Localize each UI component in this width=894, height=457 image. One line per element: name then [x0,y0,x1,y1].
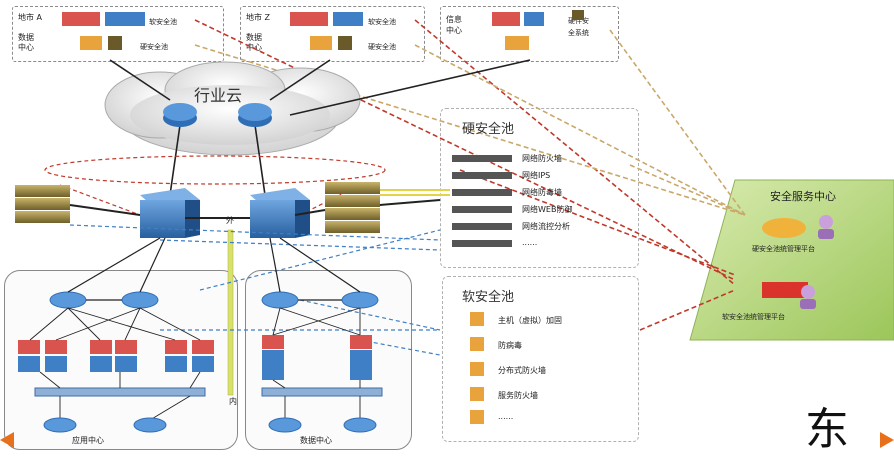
soft-pool-item-distributed-firewall: 分布式防火墙 [498,366,546,375]
city-a-soft-pool-label: 软安全池 [149,18,177,26]
inner-link-label: 内 [229,397,237,406]
hard-pool-item-more: ...... [522,238,538,247]
soft-platform-label: 软安全池统管理平台 [722,313,785,321]
app-bottom-switches [43,417,167,433]
core-switch-1 [140,188,200,238]
info-center-box [440,6,619,62]
prev-slide-icon [0,432,14,448]
access-mesh [29,307,361,341]
hard-pool-devices [452,155,512,247]
info-hard-security-label-1: 硬件安 [568,17,589,25]
soft-pool-item-more: ...... [498,412,514,421]
data-agg-switch-1 [261,291,299,309]
city-a-datacenter-label-2: 中心 [18,43,34,52]
city-z-label: 地市 Z [246,13,271,22]
app-server-group [18,340,214,372]
heartbeat-links [44,155,386,216]
storage-links [39,371,361,421]
security-service-center-panel [689,179,894,341]
app-center-label: 应用中心 [72,436,104,445]
stack-to-pool-links [380,189,450,196]
city-z-datacenter-box [240,6,425,62]
data-storage-bar [261,387,383,397]
hard-pool-item-web-defense: 网络WEB防御 [522,205,573,214]
inner-outer-link [227,229,234,396]
info-center-label-2: 中心 [446,26,462,35]
city-a-label: 地市 A [18,13,43,22]
pool-links-blue [69,224,441,356]
soft-security-pool-box [442,276,639,442]
city-z-datacenter-label-1: 数据 [246,33,262,42]
app-agg-switch-1 [49,291,87,309]
city-z-soft-pool-label: 软安全池 [368,18,396,26]
city-a-datacenter-box [12,6,224,62]
app-storage-bar [34,387,206,397]
hard-pool-title: 硬安全池 [462,122,515,137]
info-center-devices [492,10,584,50]
city-z-devices [290,12,363,50]
city-a-datacenter-label-1: 数据 [18,33,34,42]
soft-pool-item-service-firewall: 服务防火墙 [498,391,538,400]
soft-pool-item-host-hardening: 主机（虚拟）加固 [498,316,562,325]
app-agg-switch-2 [121,291,159,309]
hard-pool-item-flow-analysis: 网络流控分析 [522,222,570,231]
soft-pool-icons [470,312,484,424]
soft-admin-avatar [800,285,816,309]
info-center-label-1: 信息 [446,15,462,24]
security-service-center-title: 安全服务中心 [770,190,836,203]
next-slide-icon [880,432,894,448]
hard-pool-item-antivirus-wall: 网络防毒墙 [522,188,562,197]
city-z-datacenter-label-2: 中心 [246,43,262,52]
hard-platform-icon [762,218,806,238]
server-stack-left [15,185,70,223]
city-a-hard-pool-label: 硬安全池 [140,43,168,51]
soft-pool-title: 软安全池 [462,290,515,305]
soft-platform-icon [762,282,808,298]
data-bottom-switches [268,417,377,433]
hard-platform-label: 硬安全池统管理平台 [752,245,815,253]
management-links-tan [194,29,746,216]
city-z-hard-pool-label: 硬安全池 [368,43,396,51]
info-hard-security-label-2: 全系统 [568,29,589,37]
core-links [69,199,441,219]
management-links-red [194,19,736,331]
server-stack-right [325,182,380,233]
wan-links [109,59,531,196]
hard-pool-item-ips: 网络IPS [522,171,551,180]
hard-pool-item-firewall: 网络防火墙 [522,154,562,163]
industry-cloud-label: 行业云 [194,86,243,105]
city-a-devices [62,12,145,50]
outer-link-label: 外 [226,216,234,225]
data-center-label: 数据中心 [300,436,332,445]
agg-uplinks [67,237,361,301]
hard-admin-avatar [818,215,834,239]
core-switch-2 [250,188,310,238]
cloud-router-2 [238,103,272,127]
cloud-router-1 [163,103,197,127]
data-agg-switch-2 [341,291,379,309]
soft-pool-item-antivirus: 防病毒 [498,341,522,350]
data-server-group [262,335,372,380]
corner-character: 东 [805,404,849,455]
